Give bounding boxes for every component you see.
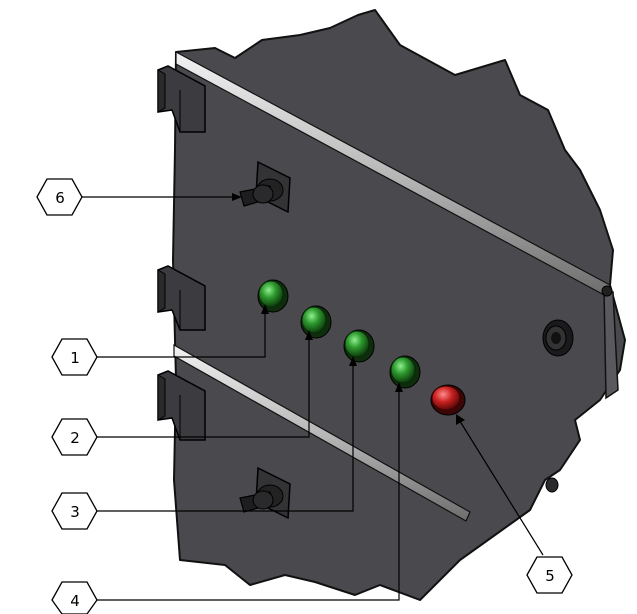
callout-2: 2 [51, 418, 98, 456]
green-indicator-light-4 [389, 355, 421, 389]
callout-label: 3 [70, 503, 80, 521]
green-indicator-light-3 [343, 329, 375, 363]
callout-label: 1 [70, 349, 80, 367]
callout-label: 6 [55, 189, 65, 207]
leader-line-3 [97, 360, 354, 512]
callout-3: 3 [51, 492, 98, 530]
callout-4: 4 [51, 581, 98, 614]
callout-6: 6 [36, 178, 83, 216]
panel-body [172, 9, 626, 601]
selector-switch-bottom [239, 466, 291, 520]
callout-label: 5 [545, 567, 555, 585]
mounting-bolt [545, 477, 559, 493]
leader-line-5 [457, 417, 544, 556]
leader-lines [82, 196, 544, 601]
callout-5: 5 [526, 556, 573, 594]
cable-gland [542, 319, 574, 357]
green-indicator-light-2 [300, 305, 332, 339]
leader-arrows [232, 193, 465, 425]
callout-label: 2 [70, 429, 80, 447]
rail-end-cap [601, 285, 613, 297]
hinge-middle [157, 265, 206, 331]
hinge-bottom [157, 370, 206, 441]
leader-line-1 [97, 308, 266, 358]
hinge-top [157, 65, 206, 133]
callout-1: 1 [51, 338, 98, 376]
lower-rail [173, 343, 471, 522]
selector-switch-top [239, 160, 291, 214]
red-indicator-light [430, 384, 466, 416]
green-indicator-light-1 [257, 279, 289, 313]
callout-label: 4 [70, 592, 80, 610]
leader-line-2 [97, 334, 310, 438]
leader-line-4 [97, 386, 400, 601]
